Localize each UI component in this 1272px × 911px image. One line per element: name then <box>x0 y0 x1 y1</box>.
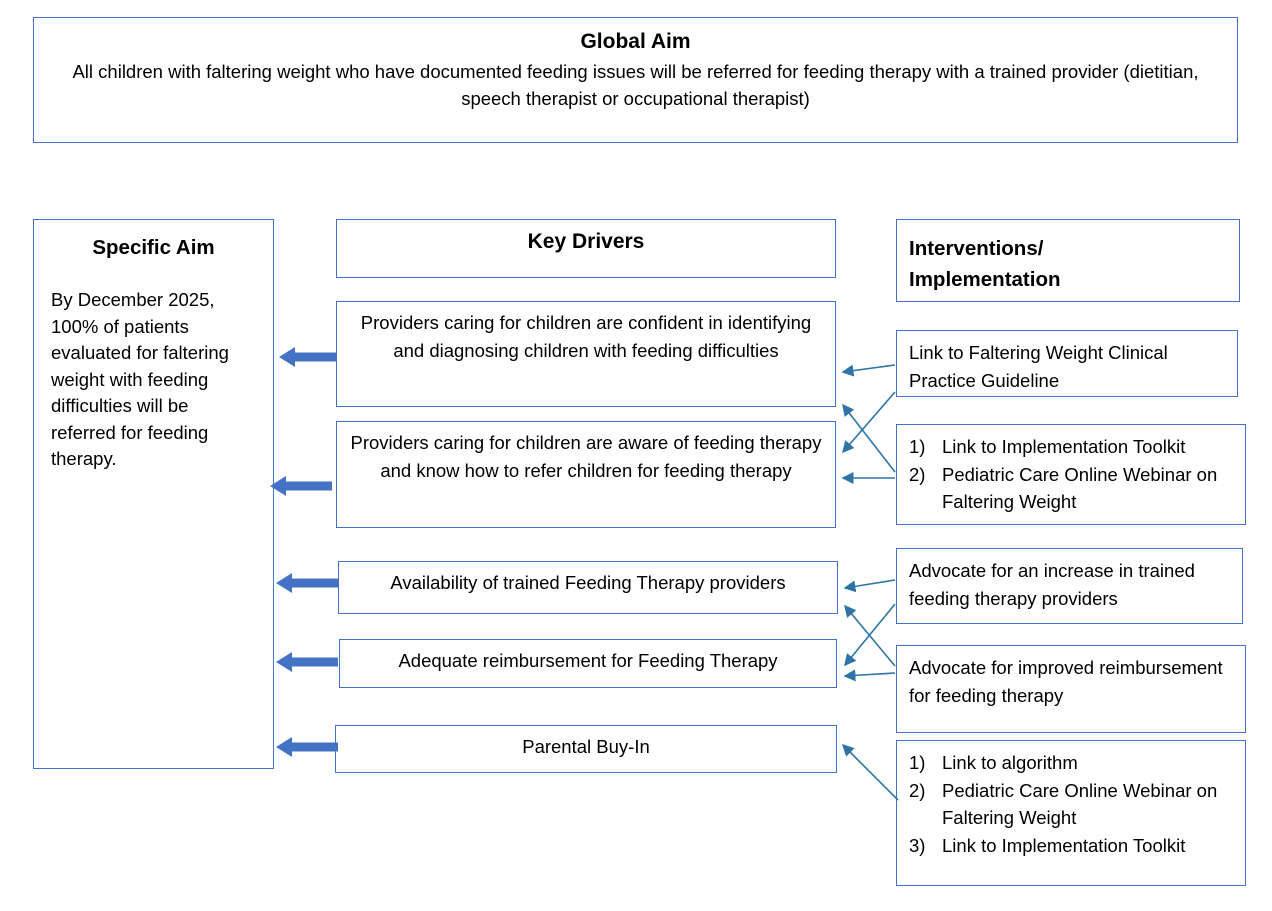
connector-arrow <box>841 743 899 801</box>
key-driver-box: Parental Buy-In <box>335 725 837 773</box>
list-marker: 2) <box>909 463 926 485</box>
intervention-numbered-list: 1) Link to Implementation Toolkit 2) Ped… <box>909 433 1235 516</box>
list-item-label: Link to algorithm <box>942 752 1078 773</box>
specific-aim-body: By December 2025, 100% of patients evalu… <box>51 289 229 469</box>
key-driver-box: Adequate reimbursement for Feeding Thera… <box>339 639 837 688</box>
list-marker: 1) <box>909 436 926 457</box>
key-drivers-header-box: Key Drivers <box>336 219 836 278</box>
key-driver-label: Adequate reimbursement for Feeding Thera… <box>398 650 778 671</box>
list-item: 1) Link to algorithm <box>909 749 1235 777</box>
list-marker: 1) <box>909 752 926 773</box>
key-driver-label: Providers caring for children are confid… <box>360 312 812 361</box>
block-arrow-icon <box>270 475 332 497</box>
global-aim-body: All children with faltering weight who h… <box>72 61 1199 109</box>
list-item: 2) Pediatric Care Online Webinar on Falt… <box>909 461 1235 516</box>
connector-arrow <box>843 579 896 593</box>
block-arrow-icon <box>276 736 338 758</box>
list-item-label: Link to Implementation Toolkit <box>942 436 1186 457</box>
list-item: 1) Link to Implementation Toolkit <box>909 433 1235 461</box>
key-driver-label: Providers caring for children are aware … <box>350 432 822 481</box>
list-marker: 3) <box>909 834 926 856</box>
specific-aim-box: Specific Aim By December 2025, 100% of p… <box>33 219 274 769</box>
connector-arrow <box>844 603 896 667</box>
intervention-label: Advocate for an increase in trained feed… <box>909 560 1195 609</box>
list-marker: 2) <box>909 779 926 801</box>
connector-arrow <box>842 391 896 454</box>
intervention-numbered-list: 1) Link to algorithm 2) Pediatric Care O… <box>909 749 1235 859</box>
intervention-box: Advocate for an increase in trained feed… <box>896 548 1243 624</box>
key-drivers-header-label: Key Drivers <box>527 230 645 253</box>
block-arrow-icon <box>279 346 336 368</box>
interventions-header-line1: Interventions/ <box>909 237 1044 260</box>
specific-aim-title: Specific Aim <box>92 236 215 259</box>
connector-arrow <box>844 604 896 667</box>
global-aim-box: Global Aim All children with faltering w… <box>33 17 1238 143</box>
key-driver-label: Parental Buy-In <box>522 736 650 757</box>
key-driver-box: Availability of trained Feeding Therapy … <box>338 561 838 614</box>
intervention-box: Link to Faltering Weight Clinical Practi… <box>896 330 1238 397</box>
key-driver-box: Providers caring for children are confid… <box>336 301 836 407</box>
intervention-label: Link to Faltering Weight Clinical Practi… <box>909 342 1168 391</box>
list-item: 3) Link to Implementation Toolkit <box>909 832 1235 860</box>
intervention-box: 1) Link to algorithm 2) Pediatric Care O… <box>896 740 1246 886</box>
list-item-label: Link to Implementation Toolkit <box>942 834 1186 856</box>
list-item-label: Pediatric Care Online Webinar on Falteri… <box>942 463 1218 513</box>
key-driver-box: Providers caring for children are aware … <box>336 421 836 528</box>
block-arrow-icon <box>276 651 338 673</box>
interventions-header-line2: Implementation <box>909 268 1061 291</box>
intervention-label: Advocate for improved reimbursement for … <box>909 657 1223 706</box>
list-item-label: Pediatric Care Online Webinar on Falteri… <box>942 779 1218 829</box>
interventions-header-box: Interventions/ Implementation <box>896 219 1240 302</box>
key-driver-label: Availability of trained Feeding Therapy … <box>390 572 786 593</box>
intervention-box: Advocate for improved reimbursement for … <box>896 645 1246 733</box>
connector-arrow <box>842 403 896 473</box>
connector-arrow <box>843 669 896 682</box>
list-item: 2) Pediatric Care Online Webinar on Falt… <box>909 777 1235 832</box>
global-aim-title: Global Aim <box>580 30 691 53</box>
intervention-box: 1) Link to Implementation Toolkit 2) Ped… <box>896 424 1246 525</box>
block-arrow-icon <box>276 572 338 594</box>
connector-arrow <box>841 364 896 377</box>
